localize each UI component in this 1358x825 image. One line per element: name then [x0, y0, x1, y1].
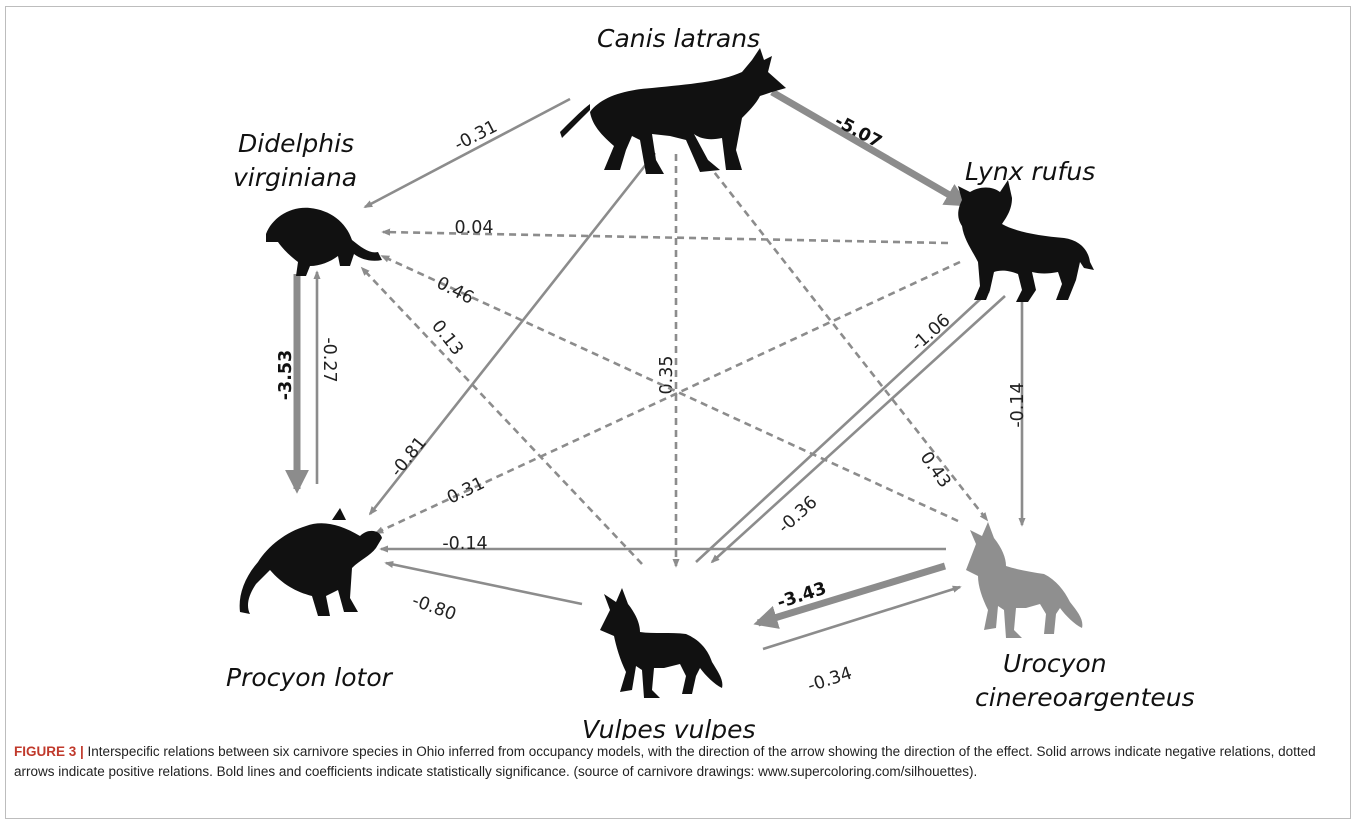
coef-label-procyon-to-didelphis: -0.27 — [319, 337, 339, 382]
figure-caption: FIGURE 3 | Interspecific relations betwe… — [14, 742, 1340, 782]
label-urocyon-line2: cinereoargenteus — [975, 683, 1195, 712]
figure-label: FIGURE 3 | — [14, 744, 84, 759]
coef-label-didelphis-to-procyon: -3.53 — [276, 350, 296, 400]
interaction-network-diagram: -0.31-5.07-0.810.350.430.040.31-0.36-0.1… — [0, 0, 1358, 740]
bobcat-silhouette-icon — [958, 180, 1094, 302]
opossum-silhouette-icon — [266, 208, 382, 276]
gray-fox-silhouette-icon — [966, 522, 1082, 638]
label-urocyon-line1: Urocyon — [1003, 649, 1107, 678]
label-didelphis-line1: Didelphis — [238, 129, 354, 158]
coef-label-vulpes-to-didelphis: 0.13 — [427, 316, 467, 359]
coef-label-lynx-to-didelphis: 0.04 — [455, 218, 494, 238]
coef-label-canis-to-lynx: -5.07 — [831, 111, 885, 152]
coef-label-urocyon-to-didelphis: 0.46 — [433, 273, 477, 309]
edge-canis-to-didelphis — [365, 99, 570, 207]
label-procyon-lotor: Procyon lotor — [226, 663, 394, 692]
coef-label-vulpes-to-urocyon: -0.34 — [805, 663, 854, 696]
coef-label-lynx-to-urocyon: -0.14 — [1008, 382, 1028, 427]
coef-label-urocyon-to-procyon: -0.14 — [442, 534, 487, 554]
label-canis-latrans: Canis latrans — [597, 24, 760, 53]
coef-label-canis-to-procyon: -0.81 — [387, 433, 431, 481]
edges-layer: -0.31-5.07-0.810.350.430.040.31-0.36-0.1… — [276, 92, 1028, 697]
coef-label-vulpes-to-procyon: -0.80 — [409, 591, 458, 625]
label-vulpes-vulpes: Vulpes vulpes — [582, 715, 756, 740]
red-fox-silhouette-icon — [600, 588, 722, 698]
label-didelphis-line2: virginiana — [233, 163, 357, 192]
coyote-silhouette-icon — [560, 48, 786, 174]
coef-label-canis-to-vulpes: 0.35 — [657, 356, 677, 395]
coef-label-lynx-to-procyon: 0.31 — [444, 473, 488, 508]
label-lynx-rufus: Lynx rufus — [965, 157, 1095, 186]
raccoon-silhouette-icon — [240, 508, 382, 616]
caption-text: Interspecific relations between six carn… — [14, 744, 1316, 779]
